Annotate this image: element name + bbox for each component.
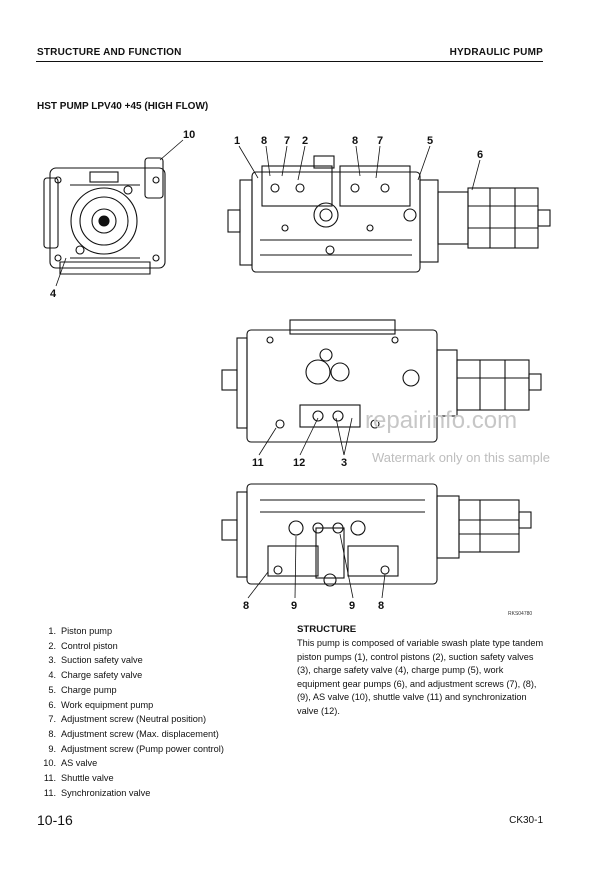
watermark-site: repairinfo.com: [365, 407, 517, 434]
part-label: Adjustment screw (Max. displacement): [61, 728, 219, 739]
parts-list-item: 2. Control piston: [38, 639, 224, 654]
parts-list-item: 8. Adjustment screw (Max. displacement): [38, 727, 224, 742]
part-number: 5.: [48, 684, 56, 695]
part-label: Piston pump: [61, 626, 113, 636]
part-label: AS valve: [61, 758, 98, 769]
section-header: STRUCTURE AND FUNCTION: [37, 47, 182, 58]
parts-list-item: 3. Suction safety valve: [38, 653, 224, 668]
part-number: 11.: [43, 773, 56, 784]
parts-list-item: 4. Charge safety valve: [38, 668, 224, 683]
callout-8-bottom-left: 8: [243, 600, 249, 612]
pump-side-view: [227, 155, 551, 273]
callout-3: 3: [341, 457, 347, 469]
pump-drawing: 10 1 8 7 2 8 7 5 6 4 11 12 3 8 9 9 8 RKS…: [43, 129, 551, 617]
callout-2: 2: [302, 135, 308, 147]
parts-list-item: 1. Piston pump: [38, 624, 224, 639]
part-number: 6.: [48, 699, 56, 710]
part-label: Suction safety valve: [61, 655, 143, 666]
parts-list-item: 5. Charge pump: [38, 683, 224, 698]
document-code: CK30-1: [509, 815, 543, 826]
part-label: Adjustment screw (Neutral position): [61, 714, 207, 725]
pump-end-view: [43, 157, 166, 275]
part-number: 4.: [48, 670, 56, 681]
part-label: Control piston: [61, 640, 118, 651]
parts-list: 1. Piston pump 2. Control piston 3. Suction s…: [38, 624, 224, 800]
parts-list-item: 7. Adjustment screw (Neutral position): [38, 712, 224, 727]
part-label: Charge safety valve: [61, 670, 143, 681]
callout-5: 5: [427, 135, 433, 147]
parts-list-item: 11. Shuttle valve: [38, 771, 224, 786]
parts-list-item: 11. Synchronization valve: [38, 786, 224, 801]
part-number: 2.: [48, 640, 56, 651]
callout-9-right: 9: [349, 600, 355, 612]
structure-heading: STRUCTURE: [297, 624, 357, 635]
figure-title: HST PUMP LPV40 +45 (HIGH FLOW): [37, 101, 209, 112]
part-label: Adjustment screw (Pump power control): [61, 743, 224, 754]
callout-11: 11: [252, 457, 264, 469]
callout-7-top-left: 7: [284, 135, 290, 147]
callout-8-top-right: 8: [352, 135, 358, 147]
part-number: 10.: [43, 758, 56, 769]
part-label: Shuttle valve: [61, 773, 114, 784]
structure-description: This pump is composed of variable swash …: [297, 638, 544, 716]
part-number: 11.: [43, 787, 56, 798]
parts-list-item: 10. AS valve: [38, 756, 224, 771]
callout-8-top-left: 8: [261, 135, 267, 147]
part-label: Work equipment pump: [61, 699, 154, 710]
parts-list-item: 6. Work equipment pump: [38, 698, 224, 713]
part-number: 3.: [48, 655, 56, 666]
callout-6: 6: [477, 149, 483, 161]
part-number: 1.: [48, 626, 56, 636]
part-label: Charge pump: [61, 684, 117, 695]
part-label: Synchronization valve: [61, 787, 151, 798]
callout-4: 4: [50, 288, 57, 300]
part-number: 7.: [48, 714, 56, 725]
callout-10: 10: [183, 129, 195, 141]
callout-9-left: 9: [291, 600, 297, 612]
part-number: 9.: [48, 743, 56, 754]
part-number: 8.: [48, 728, 56, 739]
pump-plan-view: [221, 319, 542, 443]
watermark-notice: Watermark only on this sample: [372, 450, 550, 465]
callout-12: 12: [293, 457, 305, 469]
parts-list-item: 9. Adjustment screw (Pump power control): [38, 742, 224, 757]
page-number: 10-16: [37, 812, 73, 828]
callout-7-top-right: 7: [377, 135, 383, 147]
callout-8-bottom-right: 8: [378, 600, 384, 612]
callout-leaders: [55, 139, 481, 599]
pump-bottom-view: [221, 483, 532, 587]
callout-1: 1: [234, 135, 240, 147]
header-rule: [36, 61, 543, 62]
chapter-header: HYDRAULIC PUMP: [449, 47, 543, 58]
figure-reference: RKS04780: [508, 611, 532, 617]
